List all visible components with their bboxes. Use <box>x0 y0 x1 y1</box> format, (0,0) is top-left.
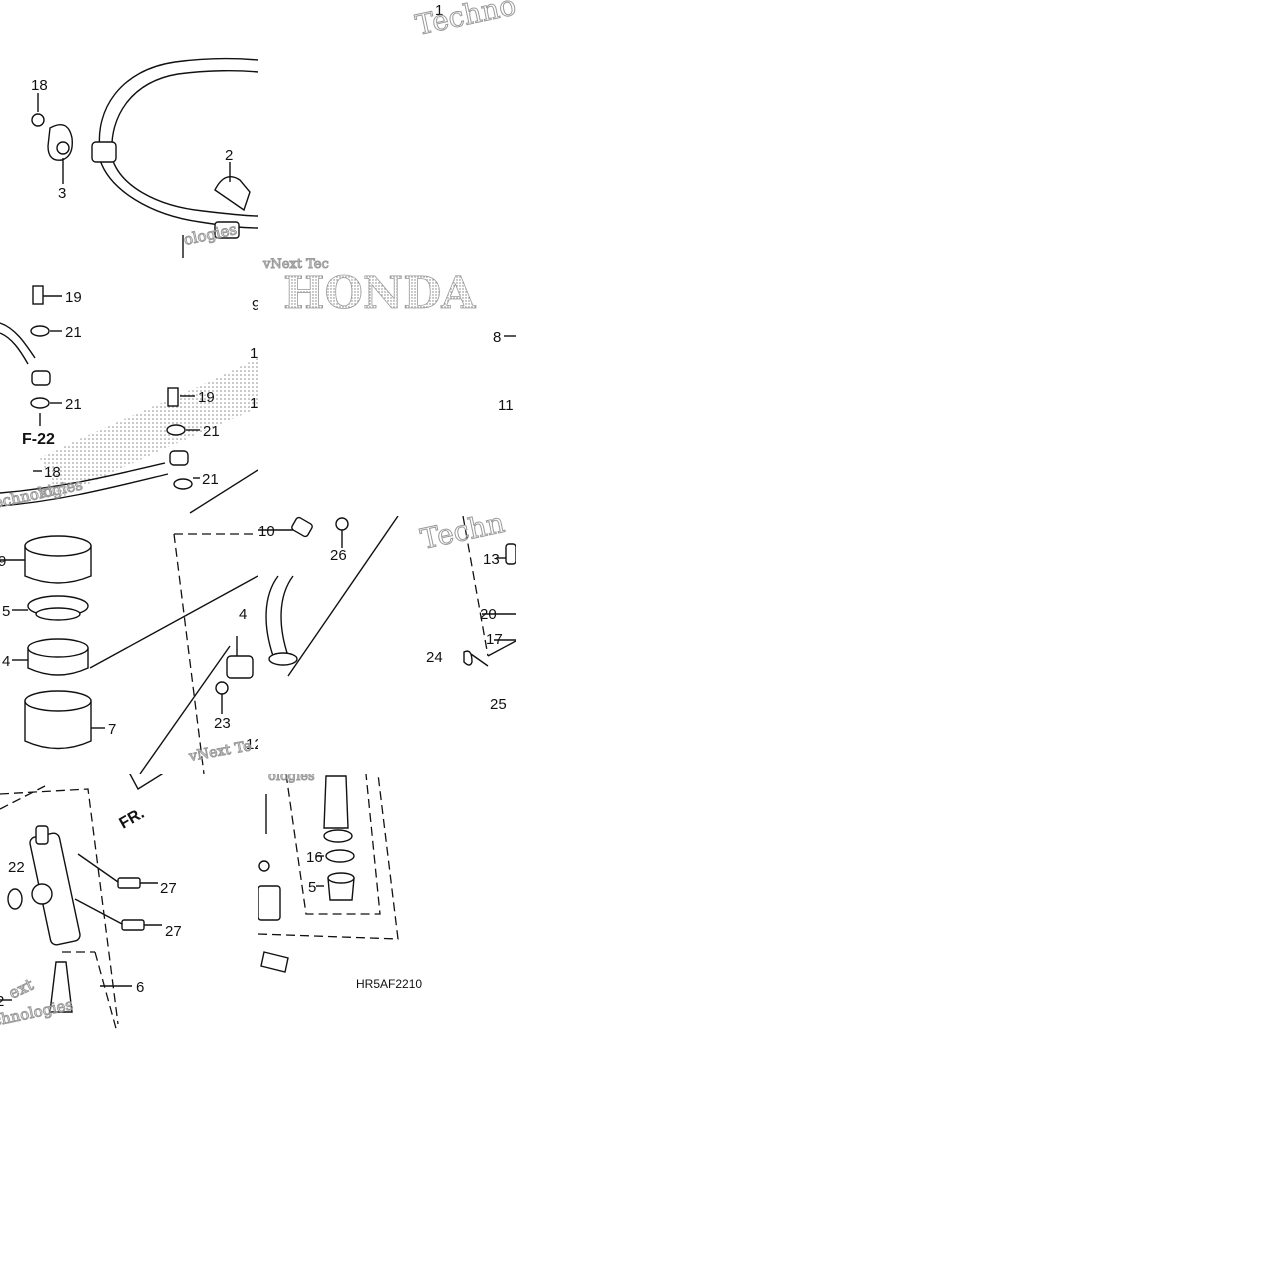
diagram-tile-banjo: 19 21 21 F-22 19 21 21 18 9 1 1 echnolog… <box>0 258 258 516</box>
callout-5: 5 <box>308 879 316 896</box>
callout-23: 23 <box>214 715 231 732</box>
diagram-tile-reservoir: 9 5 4 7 4 23 12 vNext Te <box>0 516 258 774</box>
watermark-text: ologies <box>182 220 238 249</box>
reference-label: F-22 <box>22 431 55 448</box>
callout-1: 1 <box>435 2 443 19</box>
callout-1: 1 <box>250 395 258 412</box>
callout-10: 10 <box>258 523 275 540</box>
callout-11: 11 <box>498 397 514 414</box>
callout-4: 4 <box>239 606 247 623</box>
callout-20: 20 <box>480 606 497 623</box>
callout-18: 18 <box>44 464 61 481</box>
callout-19: 19 <box>198 389 215 406</box>
callout-16: 16 <box>306 849 323 866</box>
callout-21: 21 <box>65 324 82 341</box>
callout-9: 9 <box>252 297 258 314</box>
diagram-tile-pushrod: 16 5 HR5AF2210 ologies <box>258 774 516 1032</box>
callout-17: 17 <box>486 631 503 648</box>
diagram-tile-top: 1 Techno <box>258 0 516 258</box>
callout-3: 3 <box>58 185 66 202</box>
watermark-text: Techn <box>418 516 508 556</box>
callout-8: 8 <box>493 329 501 346</box>
callout-13: 13 <box>483 551 500 568</box>
callout-12: 12 <box>246 736 258 753</box>
callout-7: 7 <box>108 721 116 738</box>
callout-2: 2 <box>225 147 233 164</box>
callout-27: 27 <box>160 880 177 897</box>
callout-4: 4 <box>2 653 10 670</box>
watermark-text: vNext Te <box>187 738 253 765</box>
callout-21: 21 <box>203 423 220 440</box>
callout-19: 19 <box>65 289 82 306</box>
watermark-text: xt <box>37 480 57 502</box>
direction-label: FR. <box>117 805 148 833</box>
callout-24: 24 <box>426 649 443 666</box>
callout-1: 1 <box>250 345 258 362</box>
callout-21: 21 <box>65 396 82 413</box>
callout-5: 5 <box>2 603 10 620</box>
watermark-text: vNext Tec <box>262 258 329 272</box>
callout-2: 2 <box>0 993 4 1010</box>
watermark-text: Techno <box>413 0 516 42</box>
callout-22: 22 <box>8 859 25 876</box>
callout-26: 26 <box>330 547 347 564</box>
diagram-tile-hose: 18 3 2 ologies <box>0 0 258 258</box>
drawing-code: HR5AF2210 <box>356 977 422 991</box>
watermark-text: ologies <box>268 774 315 784</box>
brand-watermark: HONDA <box>283 268 476 319</box>
callout-6: 6 <box>136 979 144 996</box>
diagram-tile-clamp: 10 26 13 20 17 24 25 Techn <box>258 516 516 774</box>
callout-21: 21 <box>202 471 219 488</box>
callout-9: 9 <box>0 553 6 570</box>
diagram-tile-master-cylinder: FR. 22 27 27 6 2 chnologies ext <box>0 774 258 1032</box>
diagram-tile-brand: HONDA vNext Tec 8 11 <box>258 258 516 516</box>
callout-18: 18 <box>31 77 48 94</box>
callout-25: 25 <box>490 696 507 713</box>
callout-27: 27 <box>165 923 182 940</box>
watermark-text: ext <box>6 975 37 1003</box>
